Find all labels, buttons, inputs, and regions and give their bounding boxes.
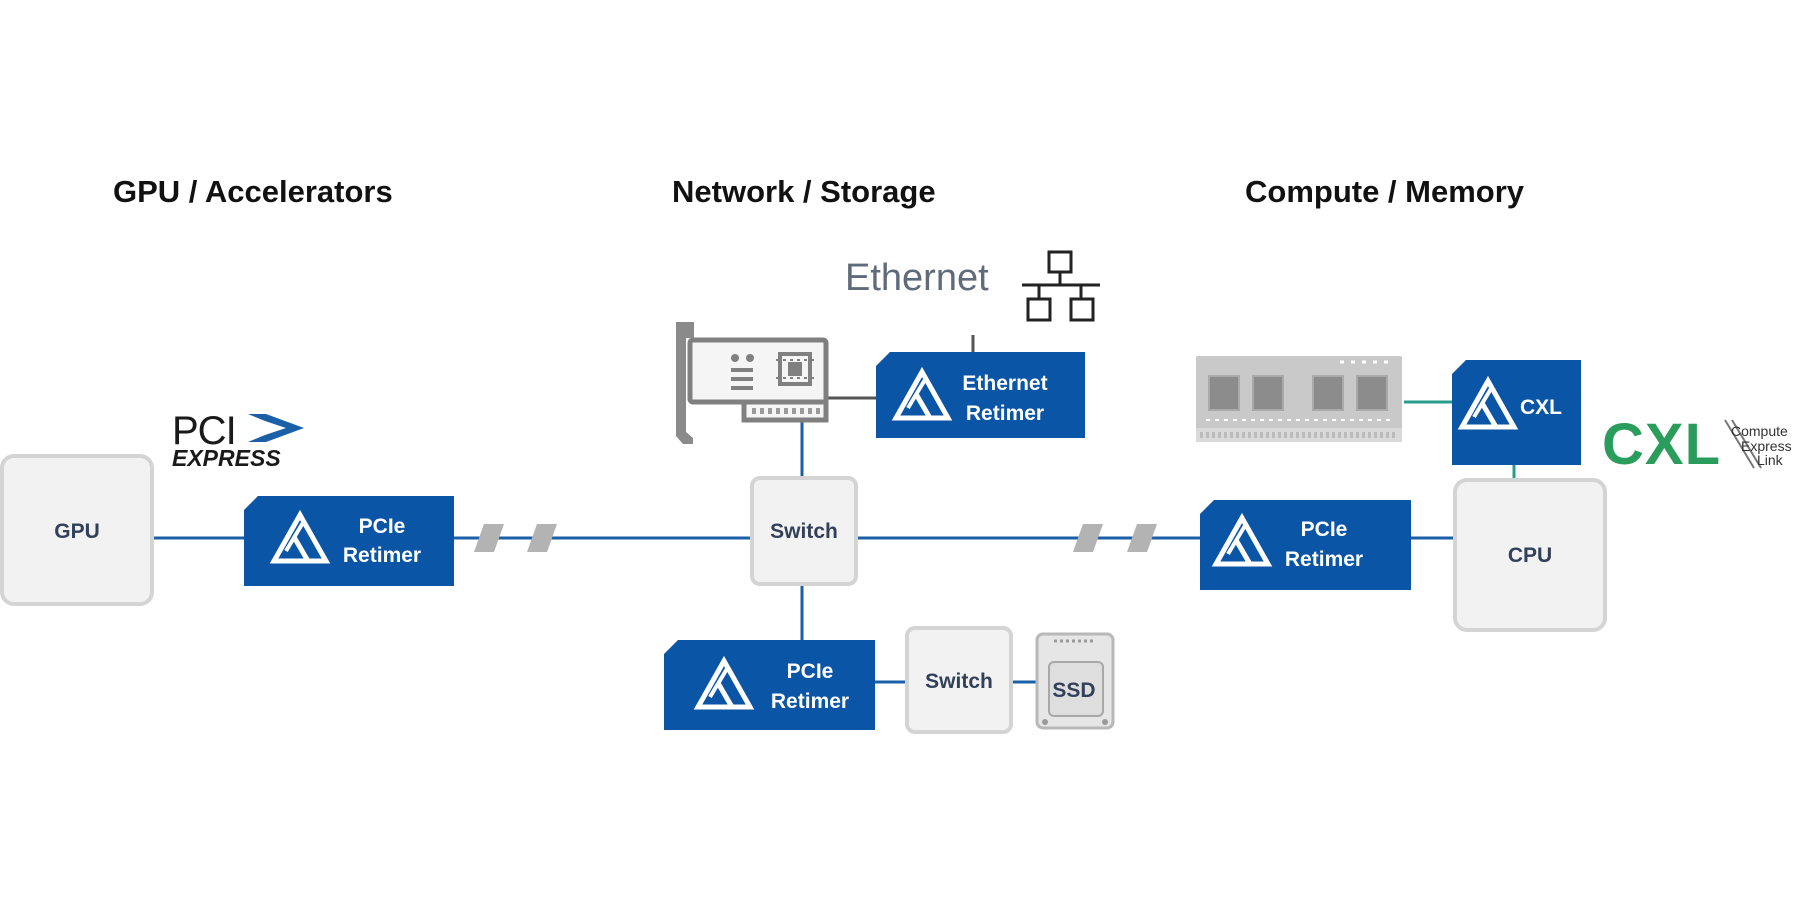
pci-express-arrow-icon <box>248 414 304 442</box>
storage-pcie-retimer-label-line2: Retimer <box>771 690 849 713</box>
links <box>154 335 1516 684</box>
cpu-node: CPU <box>1453 478 1607 632</box>
gpu-pcie-retimer-label-line2: Retimer <box>343 544 421 567</box>
cxl-logo-subtext-compute: Compute <box>1731 423 1788 439</box>
ethernet-retimer: Ethernet Retimer <box>876 352 1085 438</box>
network-card-icon <box>676 322 829 444</box>
gpu-pcie-retimer-label-line1: PCIe <box>359 515 406 538</box>
gpu-node: GPU <box>0 454 154 606</box>
link-break-right <box>1073 524 1157 552</box>
ethernet-retimer-label-line1: Ethernet <box>962 372 1047 395</box>
memory-module-icon <box>1196 356 1402 442</box>
heading-gpu-accelerators: GPU / Accelerators <box>113 174 393 209</box>
pci-express-logo-text-pci: PCI <box>172 409 236 453</box>
ssd-node: SSD <box>1035 632 1115 730</box>
switch-main-label: Switch <box>770 520 838 543</box>
cpu-pcie-retimer-label-line2: Retimer <box>1285 548 1363 571</box>
switch-storage-node: Switch <box>905 626 1013 734</box>
cxl-retimer-label: CXL <box>1520 396 1562 419</box>
cpu-pcie-retimer-label-line1: PCIe <box>1301 518 1348 541</box>
pci-express-logo: PCI EXPRESS <box>172 409 304 471</box>
gpu-pcie-retimer: PCIe Retimer <box>244 496 454 586</box>
network-topology-icon <box>1022 250 1100 322</box>
ethernet-retimer-label-line2: Retimer <box>966 402 1044 425</box>
gpu-label: GPU <box>54 520 100 543</box>
switch-main-node: Switch <box>750 476 858 586</box>
cxl-logo-text: CXL <box>1602 412 1721 477</box>
ethernet-label: Ethernet <box>845 257 989 299</box>
switch-storage-label: Switch <box>925 670 993 693</box>
cpu-label: CPU <box>1508 544 1552 567</box>
cxl-logo-subtext-express: Express <box>1741 438 1792 454</box>
cpu-pcie-retimer: PCIe Retimer <box>1200 500 1411 590</box>
heading-network-storage: Network / Storage <box>672 174 936 209</box>
cxl-retimer: CXL <box>1452 360 1581 465</box>
cxl-logo: CXL Compute Express Link <box>1602 412 1792 477</box>
ssd-label: SSD <box>1052 679 1095 702</box>
cxl-logo-subtext-link: Link <box>1757 452 1784 468</box>
heading-compute-memory: Compute / Memory <box>1245 174 1525 209</box>
pci-express-logo-text-express: EXPRESS <box>172 445 281 471</box>
link-break-left <box>474 524 557 552</box>
storage-pcie-retimer-label-line1: PCIe <box>787 660 834 683</box>
storage-pcie-retimer: PCIe Retimer <box>664 640 875 730</box>
